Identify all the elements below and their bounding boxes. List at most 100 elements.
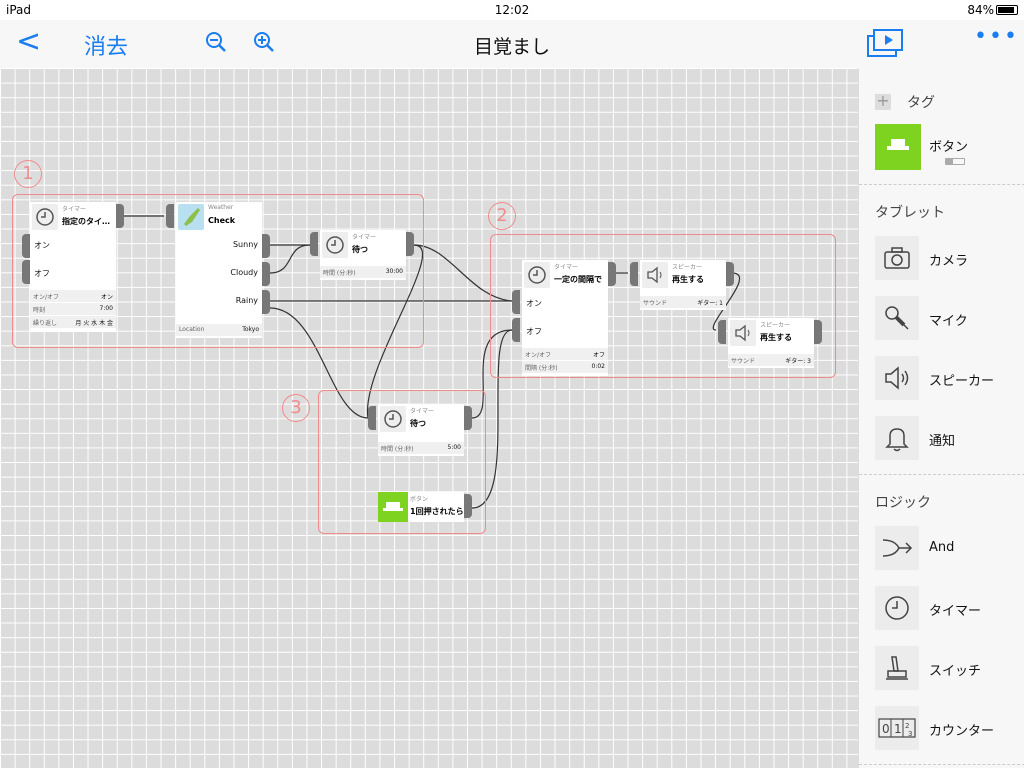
node-type: タイマー bbox=[62, 206, 87, 213]
wire bbox=[471, 329, 513, 509]
clock-icon bbox=[32, 204, 58, 230]
palette-item-label: カウンター bbox=[929, 724, 995, 739]
tags-header: タグ bbox=[907, 95, 935, 111]
node-title: 1回押されたら bbox=[410, 507, 464, 516]
off-port-label: オフ bbox=[34, 269, 50, 278]
battery-percent: 84% bbox=[967, 3, 994, 17]
node-title: Check bbox=[208, 216, 236, 225]
back-button[interactable]: < bbox=[16, 24, 42, 59]
output-port[interactable] bbox=[116, 204, 124, 228]
svg-text:2: 2 bbox=[905, 722, 909, 730]
input-port[interactable] bbox=[718, 320, 726, 344]
palette-item-camera[interactable]: カメラ bbox=[875, 236, 1024, 280]
speaker-icon bbox=[875, 356, 919, 400]
camera-icon bbox=[875, 236, 919, 280]
divider bbox=[859, 184, 1024, 185]
more-button[interactable]: ••• bbox=[974, 24, 1019, 49]
output-port[interactable] bbox=[262, 262, 270, 286]
property-row: 間隔 (分:秒)0:02 bbox=[522, 361, 608, 373]
node-type: ボタン bbox=[410, 496, 429, 503]
input-port[interactable] bbox=[166, 204, 174, 228]
node-type: タイマー bbox=[352, 234, 377, 241]
palette-item-label: スイッチ bbox=[929, 664, 982, 679]
node-type: Weather bbox=[208, 204, 234, 211]
wire bbox=[413, 244, 513, 302]
output-port[interactable] bbox=[464, 494, 472, 518]
wire bbox=[366, 244, 424, 419]
property-row: 時間 (分:秒)30:00 bbox=[320, 266, 406, 278]
palette-item-and[interactable]: And bbox=[875, 526, 1024, 570]
button-node[interactable]: ボタン 1回押されたら bbox=[378, 492, 464, 522]
zoom-out-icon[interactable] bbox=[204, 30, 228, 58]
group-number-3: 3 bbox=[282, 394, 310, 422]
presentation-icon[interactable] bbox=[866, 28, 904, 62]
weather-node[interactable]: Weather Check Sunny Cloudy Rainy Locatio… bbox=[176, 202, 262, 338]
on-port-label: オン bbox=[526, 299, 542, 308]
microphone-icon bbox=[875, 296, 919, 340]
property-row: サウンドギター: 3 bbox=[728, 354, 814, 366]
node-type: タイマー bbox=[410, 408, 435, 415]
input-port[interactable] bbox=[368, 406, 376, 430]
nav-bar: < 消去 目覚まし ••• bbox=[0, 20, 1024, 68]
add-tag-button[interactable]: + bbox=[875, 91, 891, 110]
bell-icon bbox=[875, 416, 919, 460]
wait-node[interactable]: タイマー 待つ 時間 (分:秒)5:00 bbox=[378, 404, 464, 456]
speaker-node[interactable]: スピーカー 再生する サウンドギター: 3 bbox=[728, 318, 814, 368]
clock-icon bbox=[322, 232, 348, 258]
speaker-node[interactable]: スピーカー 再生する サウンドギター: 1 bbox=[640, 260, 726, 310]
output-port[interactable] bbox=[814, 320, 822, 344]
off-port-label: オフ bbox=[526, 327, 542, 336]
connection-wires bbox=[124, 215, 741, 509]
interval-timer-node[interactable]: タイマー 一定の間隔で オン オフ オン/オフオフ 間隔 (分:秒)0:02 bbox=[522, 260, 608, 376]
input-port[interactable] bbox=[630, 262, 638, 286]
palette-item-switch[interactable]: スイッチ bbox=[875, 646, 1024, 690]
wire bbox=[712, 272, 741, 331]
palette-item-speaker[interactable]: スピーカー bbox=[875, 356, 1024, 400]
divider bbox=[859, 474, 1024, 475]
clear-button[interactable]: 消去 bbox=[84, 35, 129, 60]
node-type: タイマー bbox=[554, 264, 579, 271]
output-port[interactable] bbox=[608, 262, 616, 286]
output-port[interactable] bbox=[464, 406, 472, 430]
divider bbox=[859, 764, 1024, 765]
palette-item-microphone[interactable]: マイク bbox=[875, 296, 1024, 340]
cloudy-port-label: Cloudy bbox=[230, 268, 258, 277]
output-port[interactable] bbox=[406, 232, 414, 256]
node-type: スピーカー bbox=[672, 264, 703, 271]
zoom-in-icon[interactable] bbox=[252, 30, 276, 58]
group-box-2 bbox=[490, 234, 836, 378]
output-port[interactable] bbox=[726, 262, 734, 286]
group-box-3 bbox=[318, 390, 486, 534]
logic-header: ロジック bbox=[875, 495, 931, 511]
input-port[interactable] bbox=[22, 260, 30, 284]
output-port[interactable] bbox=[262, 290, 270, 314]
wire bbox=[471, 329, 513, 419]
property-row: オン/オフオン bbox=[30, 290, 116, 302]
palette-item-timer[interactable]: タイマー bbox=[875, 586, 1024, 630]
input-port[interactable] bbox=[512, 290, 520, 314]
palette-item-label: カメラ bbox=[929, 254, 969, 269]
palette-item-notification[interactable]: 通知 bbox=[875, 416, 1024, 460]
svg-text:3: 3 bbox=[908, 730, 912, 738]
wait-node[interactable]: タイマー 待つ 時間 (分:秒)30:00 bbox=[320, 230, 406, 280]
speaker-icon bbox=[730, 320, 756, 346]
input-port[interactable] bbox=[512, 318, 520, 342]
node-type: スピーカー bbox=[760, 322, 791, 329]
palette-item-button[interactable]: ボタン bbox=[875, 124, 1024, 170]
device-name: iPad bbox=[6, 3, 32, 17]
tablet-header: タブレット bbox=[875, 205, 945, 221]
rainy-port-label: Rainy bbox=[235, 296, 258, 305]
button-icon bbox=[875, 124, 921, 170]
component-palette: + タグ ボタン タブレット カメラ マイク スピーカー 通知 ロジック And… bbox=[858, 68, 1024, 768]
input-port[interactable] bbox=[310, 232, 318, 256]
palette-item-label: ボタン bbox=[929, 140, 969, 155]
input-port[interactable] bbox=[22, 234, 30, 258]
wire bbox=[269, 307, 369, 419]
output-port[interactable] bbox=[262, 234, 270, 258]
clock-icon bbox=[380, 406, 406, 432]
